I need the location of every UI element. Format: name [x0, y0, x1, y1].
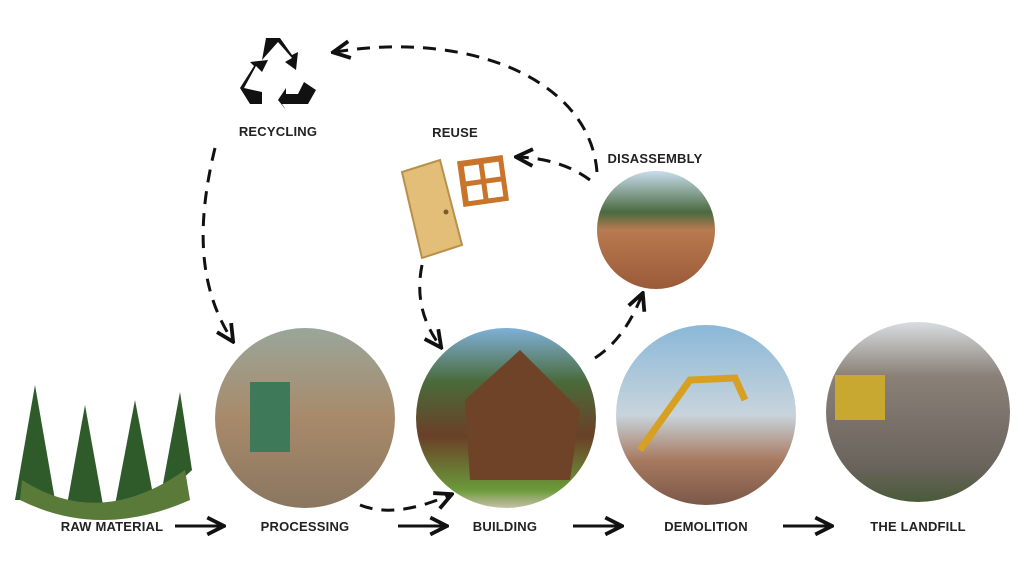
- bulldozer: [835, 375, 885, 420]
- label-demolition: DEMOLITION: [664, 519, 748, 534]
- door-window-icon: [400, 155, 509, 260]
- arrow-recycling-to-processing: [201, 147, 232, 340]
- landfill-image: [826, 322, 1010, 502]
- raw-material-image: [15, 370, 192, 532]
- label-reuse: REUSE: [432, 125, 478, 140]
- label-building: BUILDING: [472, 519, 538, 534]
- label-recycling: RECYCLING: [238, 124, 318, 139]
- label-landfill: THE LANDFILL: [870, 519, 966, 534]
- recycle-icon: [240, 38, 316, 110]
- label-disassembly: DISASSEMBLY: [607, 151, 703, 166]
- arrow-disassembly-to-reuse: [518, 157, 591, 182]
- demolition-image: [616, 325, 796, 505]
- excavator-arm: [637, 374, 749, 453]
- house-shape: [465, 350, 580, 480]
- arrow-building-to-disassembly: [594, 295, 642, 360]
- label-processing: PROCESSING: [260, 519, 350, 534]
- arrow-disassembly-to-recycling: [335, 47, 599, 173]
- arrow-processing-to-building: [359, 495, 450, 512]
- disassembly-image: [597, 171, 715, 289]
- arrow-reuse-to-building: [418, 264, 440, 346]
- label-raw-material: RAW MATERIAL: [60, 519, 164, 534]
- processing-machine: [250, 382, 290, 452]
- processing-image: [215, 328, 395, 508]
